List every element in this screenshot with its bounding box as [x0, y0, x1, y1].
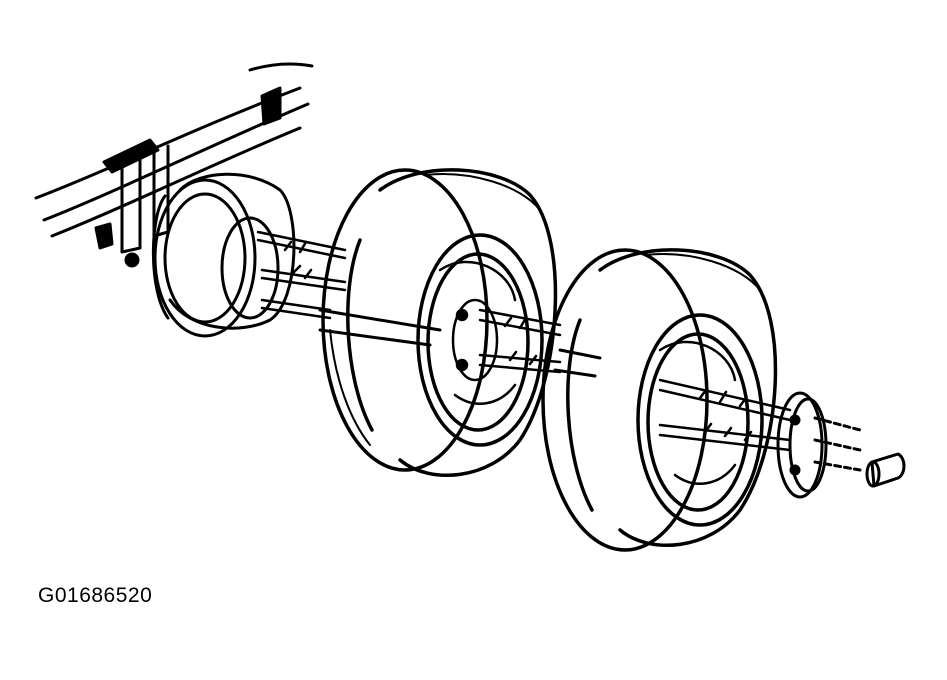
figure-id-label: G01686520 — [38, 584, 153, 607]
spring-bracket — [94, 86, 282, 268]
outer-wheel-studs — [658, 378, 792, 452]
brake-drum — [151, 172, 296, 338]
wheel-nut — [865, 452, 906, 488]
leaf-spring — [34, 62, 314, 238]
outer-tire — [541, 248, 778, 552]
hub-studs — [256, 230, 347, 320]
inner-tire — [321, 168, 558, 477]
hub-flange — [776, 391, 862, 499]
